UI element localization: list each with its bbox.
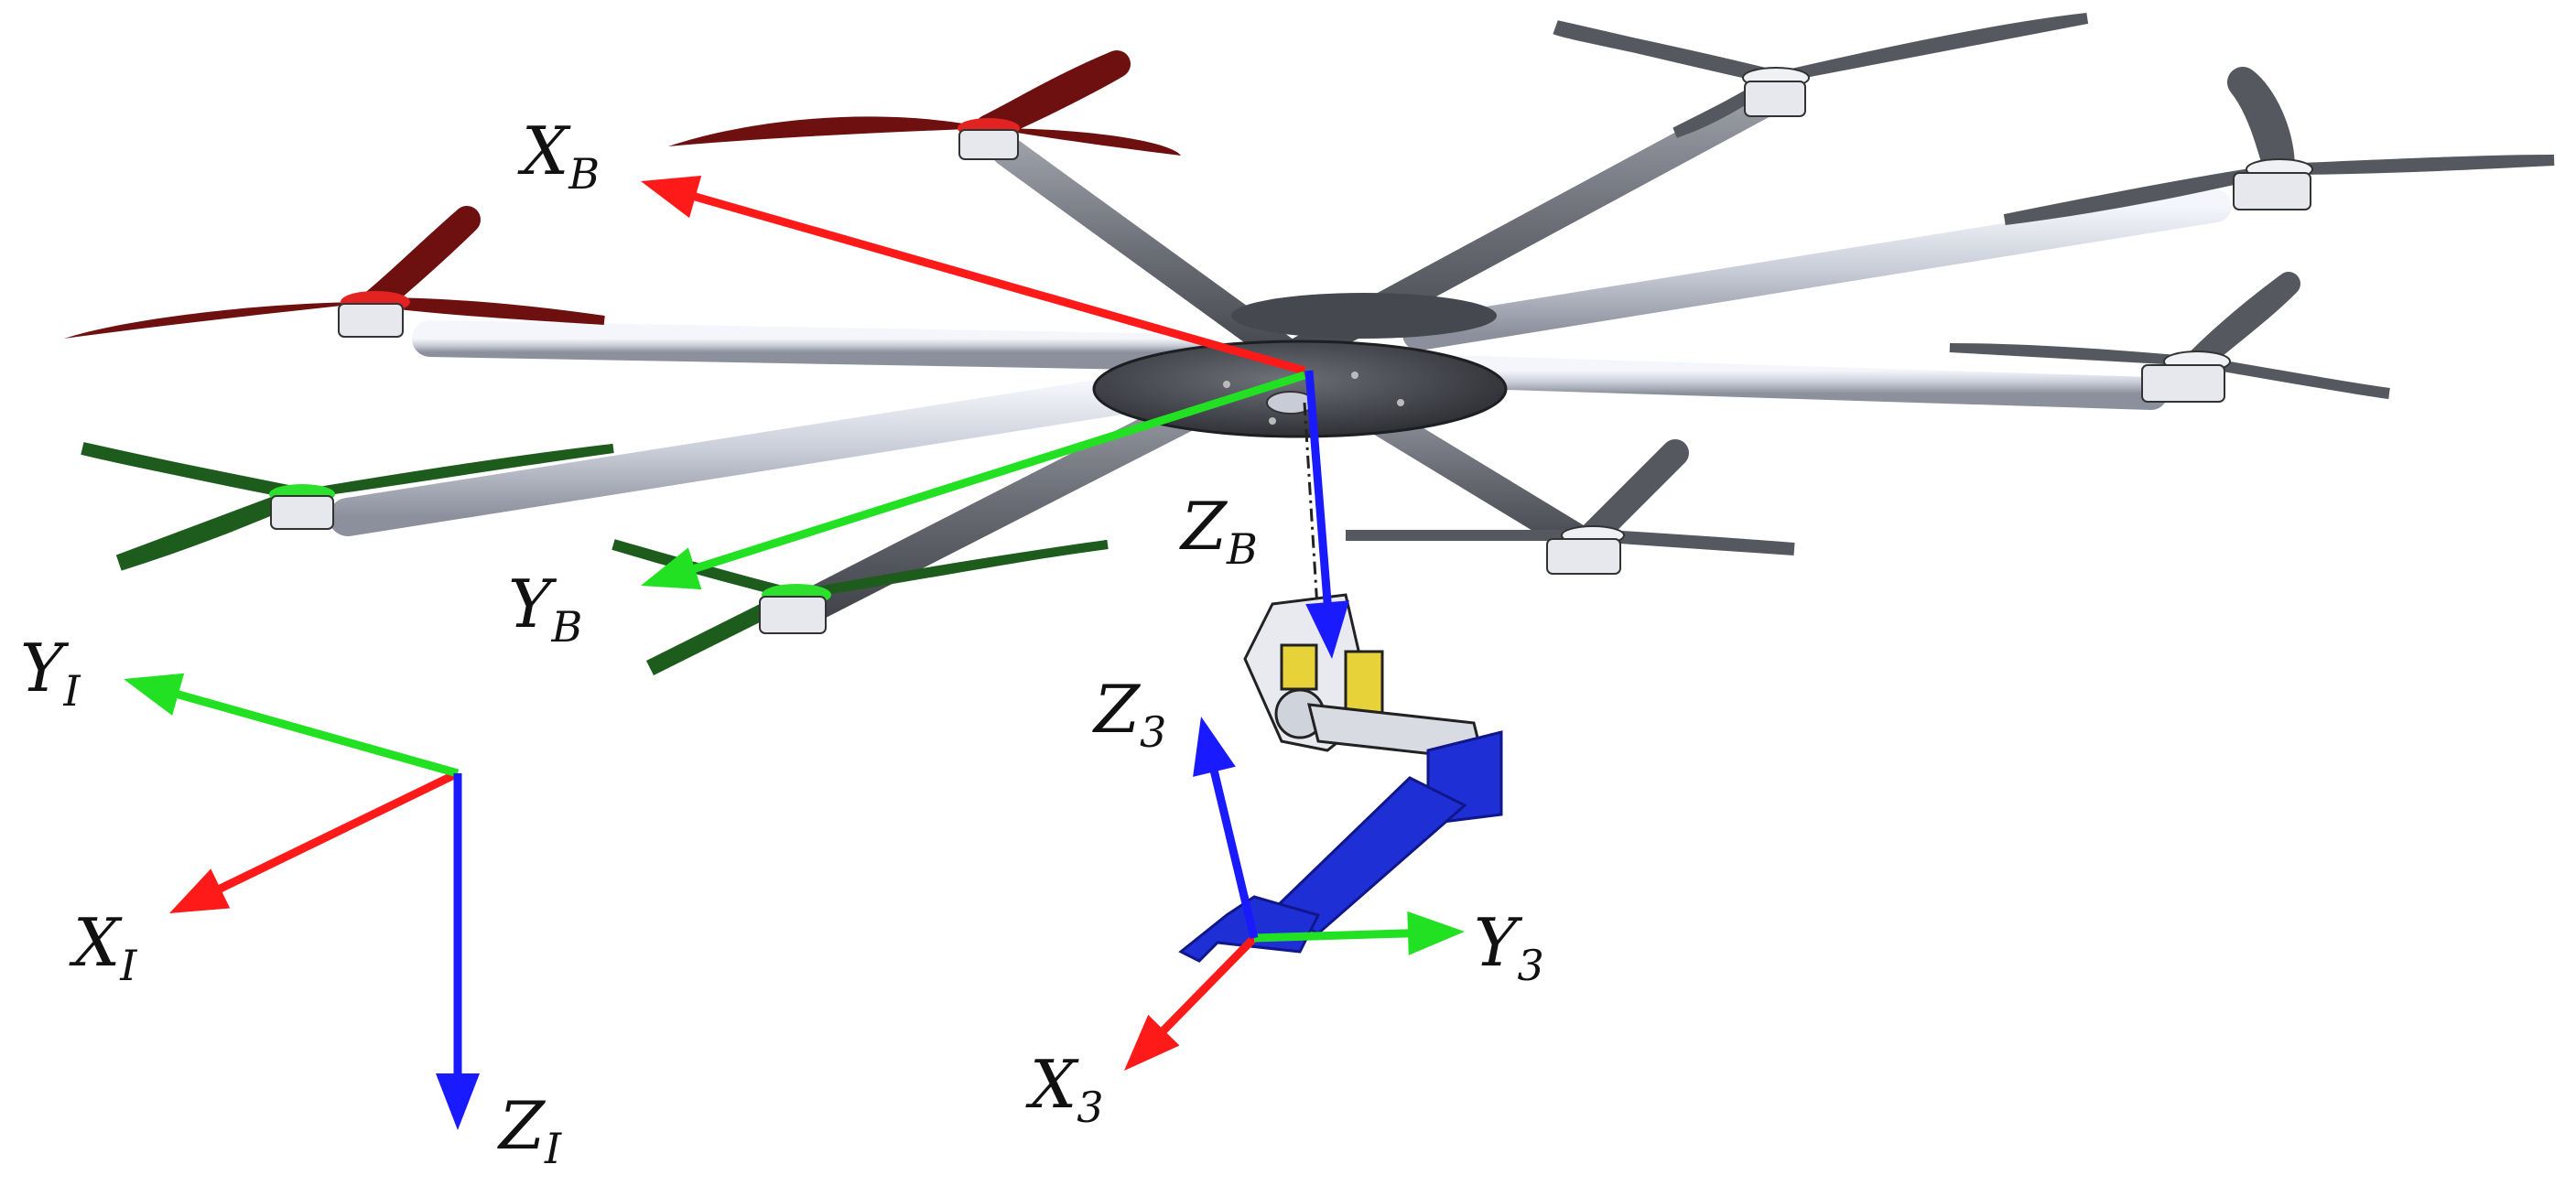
rotor-front-red-1 bbox=[668, 50, 1181, 160]
arrow-x-inertial-head bbox=[169, 868, 231, 913]
rotor-front-gray bbox=[1346, 439, 1795, 575]
propeller-blade bbox=[2185, 272, 2300, 373]
arrow-y-inertial bbox=[124, 673, 460, 778]
motor-body bbox=[2141, 364, 2225, 403]
propeller-blade bbox=[2278, 155, 2555, 175]
arrow-z-inertial-head bbox=[436, 1073, 480, 1130]
arrow-y-body-shaft bbox=[689, 371, 1306, 574]
rotor-left-green bbox=[81, 442, 614, 571]
arm-left-upper bbox=[412, 320, 1208, 371]
rotor-front-red-2 bbox=[64, 206, 605, 339]
propellers bbox=[64, 13, 2555, 676]
rotor-right-gray bbox=[1949, 272, 2390, 403]
arrow-x-end-effector bbox=[1124, 934, 1258, 1071]
hub-bolt bbox=[1351, 372, 1358, 379]
rotor-rear-gray-1 bbox=[1553, 13, 2089, 138]
arrow-x-end-effector-head bbox=[1124, 1014, 1180, 1071]
hub-bolt bbox=[1269, 417, 1276, 425]
arrow-x-body-shaft bbox=[690, 191, 1306, 375]
arm-right-upper bbox=[1402, 189, 2232, 350]
arrow-x-end-effector-shaft bbox=[1158, 934, 1258, 1036]
propeller-blade bbox=[1553, 20, 1778, 85]
rotor-front-green bbox=[612, 539, 1109, 676]
arrow-x-inertial-shaft bbox=[215, 769, 460, 894]
tether-line bbox=[1303, 402, 1320, 623]
arrow-y-inertial-head bbox=[124, 673, 185, 716]
rotor-rear-gray-2 bbox=[2003, 67, 2555, 225]
propeller-blade bbox=[1592, 529, 1795, 555]
arrow-z-end-effector-shaft bbox=[1209, 767, 1259, 940]
arrow-z-body bbox=[1304, 370, 1350, 659]
propeller-blade bbox=[975, 50, 1131, 142]
propeller-blade bbox=[2003, 164, 2281, 225]
motor-body bbox=[338, 303, 404, 338]
label-z-end-effector: Z3 bbox=[1092, 671, 1166, 757]
axis-labels: XI YI ZI XB YB ZB X3 Y3 Z3 bbox=[20, 113, 1544, 1173]
motor-body bbox=[2233, 172, 2311, 210]
arrow-y-inertial-shaft bbox=[173, 689, 460, 778]
label-y-body: YB bbox=[508, 566, 582, 652]
propeller-blade bbox=[81, 442, 304, 501]
arrow-y-end-effector bbox=[1253, 911, 1465, 955]
arrow-z-body-shaft bbox=[1304, 370, 1332, 607]
propeller-blade bbox=[115, 486, 306, 571]
motor-body bbox=[759, 596, 827, 634]
side-arms bbox=[329, 189, 2232, 536]
arrow-z-end-effector bbox=[1193, 717, 1259, 940]
servo-yellow bbox=[1280, 643, 1318, 691]
label-x-inertial: XI bbox=[69, 904, 137, 990]
coordinate-axes bbox=[124, 175, 1465, 1130]
propeller-blade bbox=[1579, 439, 1689, 549]
robotic-arm bbox=[1178, 402, 1503, 963]
arrow-z-end-effector-head bbox=[1193, 717, 1236, 777]
motor-body bbox=[1546, 538, 1621, 575]
propeller-blade bbox=[374, 297, 605, 325]
label-z-inertial: ZI bbox=[497, 1087, 562, 1173]
arrow-y-body-head bbox=[641, 547, 702, 590]
label-y-inertial: YI bbox=[20, 630, 81, 716]
arrow-x-inertial bbox=[169, 769, 460, 913]
arm-front-left-dark bbox=[788, 376, 1244, 626]
label-x-end-effector: X3 bbox=[1025, 1046, 1104, 1132]
propeller-blade bbox=[301, 444, 614, 499]
propeller-blade bbox=[64, 302, 375, 339]
propeller-blade bbox=[2195, 356, 2390, 399]
motor-body bbox=[270, 495, 334, 530]
center-hub bbox=[1092, 293, 1508, 438]
label-y-end-effector: Y3 bbox=[1474, 904, 1544, 990]
motor-body bbox=[958, 129, 1019, 160]
servo-yellow bbox=[1344, 650, 1384, 719]
propeller-blade bbox=[1949, 343, 2198, 366]
propeller-blade bbox=[1774, 13, 2089, 83]
propeller-blade bbox=[989, 128, 1181, 156]
hub-bolt bbox=[1397, 399, 1404, 406]
propeller-blade bbox=[362, 206, 481, 316]
label-x-body: XB bbox=[517, 113, 600, 199]
motor-body bbox=[1744, 81, 1806, 117]
arrow-z-body-head bbox=[1305, 600, 1350, 659]
propeller-blade bbox=[2227, 67, 2295, 185]
arm-right-lower bbox=[1402, 354, 2168, 410]
arrow-y-end-effector-head bbox=[1407, 911, 1465, 955]
propeller-blade bbox=[796, 540, 1109, 599]
arrow-y-body bbox=[641, 371, 1306, 590]
propeller-blade bbox=[612, 539, 798, 600]
arrow-x-body-head bbox=[641, 175, 702, 219]
propeller-blade bbox=[668, 116, 989, 146]
arrow-x-body bbox=[641, 175, 1306, 375]
label-z-body: ZB bbox=[1179, 488, 1258, 574]
hub-top-plate bbox=[1231, 293, 1497, 339]
arrow-y-end-effector-shaft bbox=[1253, 929, 1412, 943]
arm-left-lower bbox=[329, 365, 1209, 536]
arrow-z-inertial bbox=[436, 773, 480, 1130]
hub-bolt bbox=[1223, 381, 1230, 388]
octocopter bbox=[64, 13, 2555, 676]
